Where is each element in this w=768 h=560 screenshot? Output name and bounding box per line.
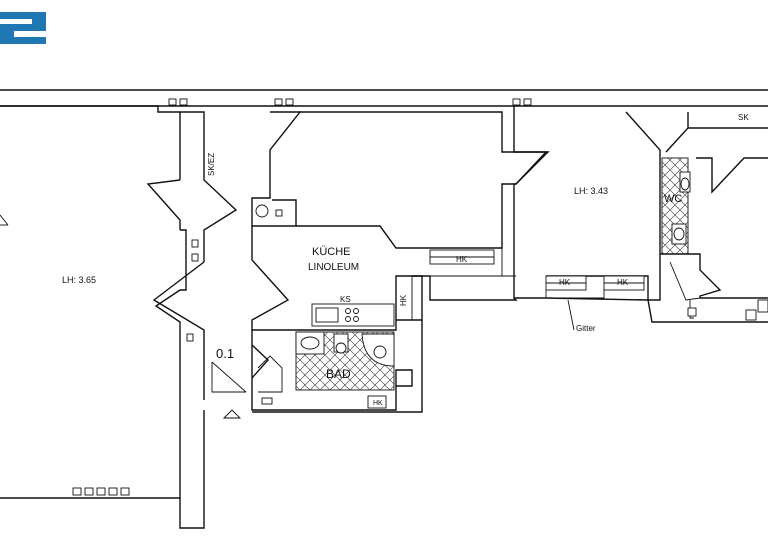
window-markers-top: [168, 98, 532, 106]
room-right-height: LH: 3.43: [574, 186, 608, 196]
fridge-label: KS: [340, 295, 351, 304]
sk-label: SK: [738, 113, 749, 122]
sk-ez-label: SK/EZ: [207, 153, 216, 176]
kitchen-hk-label: HK: [456, 255, 468, 264]
outer-wall-bottom-right: [252, 275, 768, 413]
kitchen: [251, 111, 548, 331]
kitchen-floor: LINOLEUM: [308, 262, 359, 273]
wc: [660, 127, 768, 313]
gitter-label: Gitter: [576, 324, 596, 333]
living-room-height: LH: 3.65: [62, 275, 96, 285]
bathroom-name: BAD: [326, 367, 351, 381]
room-right-hk-label-2: HK: [617, 278, 629, 287]
bathroom: [251, 330, 413, 411]
living-room: [0, 105, 181, 499]
outer-wall-top: [0, 89, 768, 107]
brand-logo: [0, 12, 46, 44]
bathroom-hk-label: HK: [373, 400, 383, 407]
hall-door: [211, 361, 247, 419]
hall-wall: [152, 111, 238, 529]
kitchen-counter: [311, 303, 395, 327]
window-markers-bottom: [72, 487, 130, 496]
hall-number: 0.1: [216, 346, 234, 361]
wc-name: WC: [664, 193, 682, 205]
kitchen-name: KÜCHE: [312, 246, 351, 258]
kitchen-side-hk-label: HK: [399, 294, 408, 306]
room-right-hk-label-1: HK: [559, 278, 571, 287]
